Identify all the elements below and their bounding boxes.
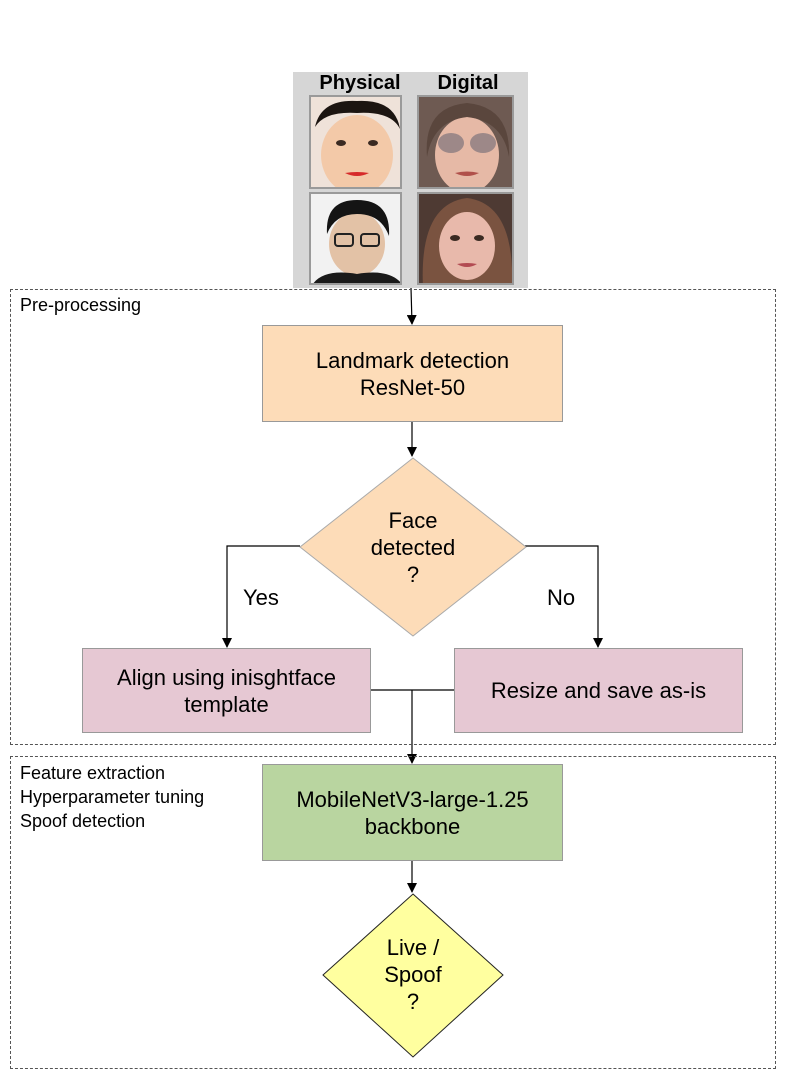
- live-spoof-line-1: Live /: [386, 935, 440, 960]
- landmark-line-2: ResNet-50: [359, 374, 466, 400]
- mobilenet-line-1: MobileNetV3-large-1.25: [296, 786, 529, 812]
- physical-column-title: Physical: [319, 72, 401, 94]
- resize-line-1: Resize and save as-is: [490, 678, 707, 703]
- sample-faces-panel: Physical Digital: [293, 72, 528, 288]
- landmark-detection-node: Landmark detection ResNet-50: [262, 325, 563, 422]
- physical-face-image-1: [309, 95, 402, 189]
- landmark-line-1: Landmark detection: [315, 347, 510, 373]
- live-spoof-line-2: Spoof: [384, 962, 442, 987]
- resize-node: Resize and save as-is: [454, 648, 743, 733]
- edge-photos-to-landmark: [406, 287, 417, 325]
- live-spoof-decision: [322, 893, 504, 1058]
- edge-yes-to-align: [222, 545, 300, 648]
- digital-face-image-2: [417, 192, 514, 285]
- face-detected-line-3: ?: [406, 562, 420, 587]
- feature-label-1: Feature extraction: [20, 763, 166, 783]
- mobilenet-line-2: backbone: [364, 813, 461, 839]
- align-line-2: template: [184, 691, 269, 717]
- live-spoof-line-3: ?: [406, 989, 420, 1014]
- yes-branch-label: Yes: [243, 585, 279, 610]
- edge-no-to-resize: [525, 545, 603, 648]
- preprocessing-group: [10, 289, 776, 745]
- face-detected-decision: [299, 457, 527, 637]
- preprocessing-label: Pre-processing: [20, 295, 142, 315]
- face-detected-line-2: detected: [370, 535, 456, 560]
- face-detected-label: Face detected ?: [352, 507, 474, 588]
- digital-face-image-1: [417, 95, 514, 189]
- align-node: Align using inisghtface template: [82, 648, 371, 733]
- align-line-1: Align using inisghtface: [117, 664, 336, 690]
- digital-column-title: Digital: [437, 72, 499, 94]
- feature-label-2: Hyperparameter tuning: [20, 787, 205, 807]
- feature-label-3: Spoof detection: [20, 811, 146, 831]
- face-detected-line-1: Face: [388, 508, 438, 533]
- feature-group: [10, 756, 776, 1069]
- physical-face-image-2: [309, 192, 402, 285]
- mobilenet-backbone-node: MobileNetV3-large-1.25 backbone: [262, 764, 563, 861]
- live-spoof-label: Live / Spoof ?: [358, 934, 468, 1015]
- no-branch-label: No: [547, 585, 576, 610]
